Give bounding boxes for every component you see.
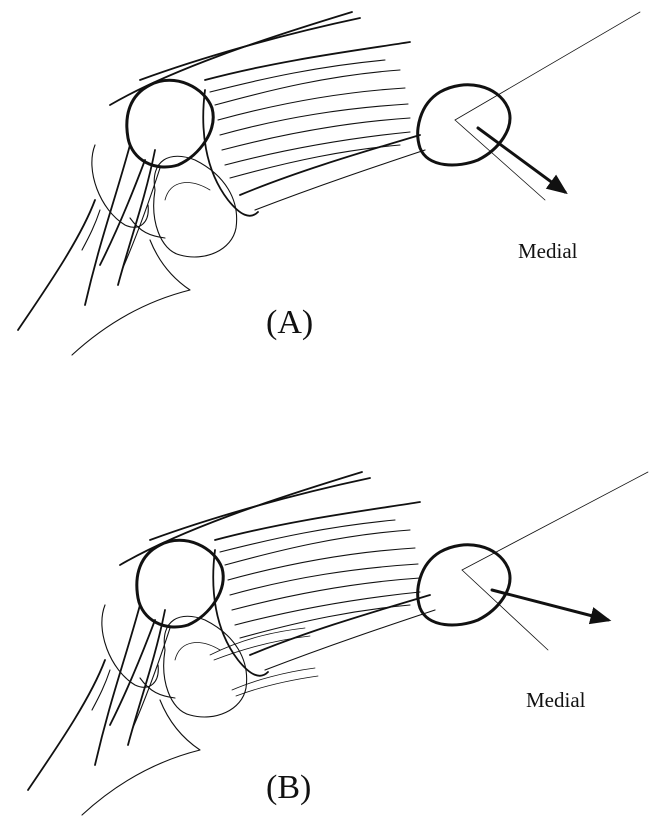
medial-label: Medial xyxy=(526,688,586,712)
panel-label: (A) xyxy=(266,304,313,341)
muscle-cross-section-outline xyxy=(418,85,510,165)
knee-anatomy-drawing xyxy=(28,472,435,815)
reference-line-long xyxy=(455,12,640,120)
muscle-cross-section-outline xyxy=(418,545,510,625)
fibrous-detail xyxy=(210,628,318,696)
panel-a: Medial (A) xyxy=(18,12,640,355)
cross-section-diagram xyxy=(418,12,640,200)
reference-line-short xyxy=(455,120,545,200)
knee-anatomy-drawing xyxy=(18,12,425,355)
cross-section-diagram xyxy=(418,472,648,650)
panel-b: Medial (B) xyxy=(28,472,648,815)
medial-direction-arrow xyxy=(492,590,608,620)
medial-label: Medial xyxy=(518,239,578,263)
reference-line-long xyxy=(462,472,648,570)
medial-direction-arrow xyxy=(478,128,565,192)
reference-line-short xyxy=(462,570,548,650)
panel-label: (B) xyxy=(266,769,311,806)
